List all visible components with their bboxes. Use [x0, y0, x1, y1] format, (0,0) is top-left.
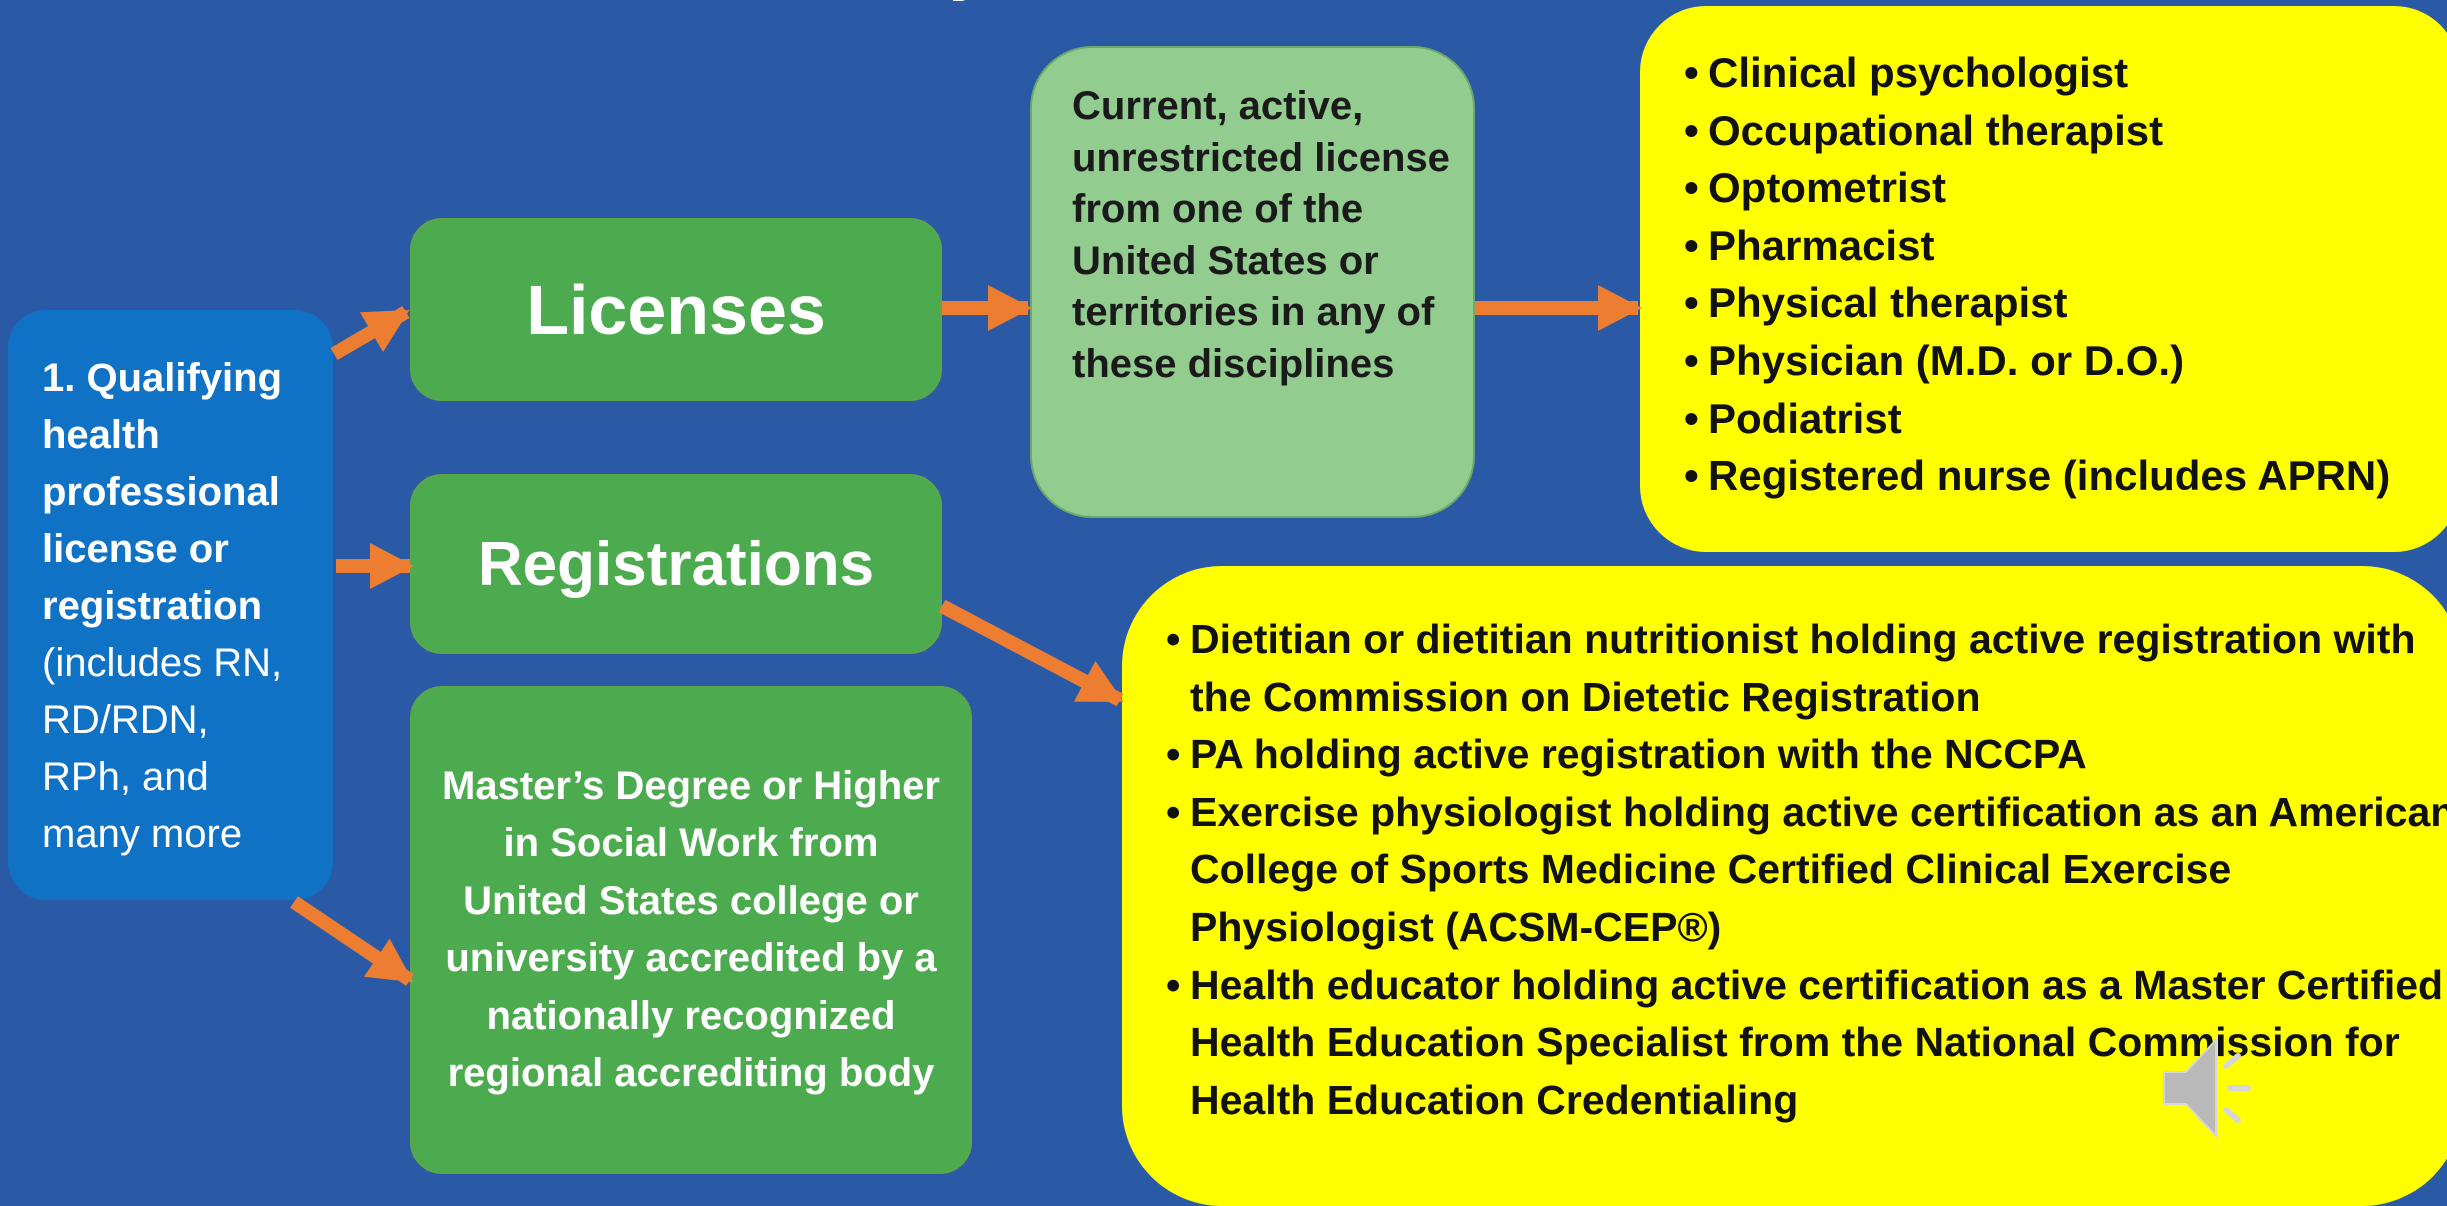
list-item: Optometrist [1684, 159, 2447, 217]
registrations-label: Registrations [477, 529, 875, 599]
licenses-box: Licenses [410, 218, 942, 401]
list-item: Physical therapist [1684, 274, 2447, 332]
masters-line-2: United States college or university accr… [445, 878, 937, 1096]
licensed-disciplines-list: Clinical psychologist Occupational thera… [1684, 44, 2447, 505]
qualifying-license-box: 1. Qualifying health professional licens… [8, 310, 333, 900]
list-item: Podiatrist [1684, 390, 2447, 448]
list-item: PA holding active registration with the … [1166, 726, 2447, 784]
list-item: Exercise physiologist holding active cer… [1166, 784, 2447, 957]
list-item: Health educator holding active certifica… [1166, 957, 2447, 1130]
arrow-registrations-to-credentials [938, 599, 1124, 707]
list-item: Occupational therapist [1684, 102, 2447, 160]
registrations-box: Registrations [410, 474, 942, 654]
license-criteria-text: Current, active, unrestricted license fr… [1072, 84, 1450, 386]
qualifying-bold-text: 1. Qualifying health professional licens… [42, 356, 283, 628]
speaker-icon[interactable] [2158, 1028, 2258, 1148]
registered-disciplines-box: Dietitian or dietitian nutritionist hold… [1122, 566, 2447, 1206]
registered-disciplines-list: Dietitian or dietitian nutritionist hold… [1166, 611, 2447, 1129]
masters-line-1: Master’s Degree or Higher in Social Work… [442, 763, 940, 866]
list-item: Registered nurse (includes APRN) [1684, 447, 2447, 505]
masters-social-work-box: Master’s Degree or Higher in Social Work… [410, 686, 972, 1174]
qualifying-normal-text: (includes RN, RD/RDN, RPh, and many more [42, 641, 283, 856]
arrow-qualifying-to-licenses [330, 305, 410, 361]
list-item: Dietitian or dietitian nutritionist hold… [1166, 611, 2447, 726]
licensed-disciplines-box: Clinical psychologist Occupational thera… [1640, 6, 2447, 552]
list-item: Pharmacist [1684, 217, 2447, 275]
license-criteria-box: Current, active, unrestricted license fr… [1030, 46, 1475, 518]
arrow-qualifying-to-masters [290, 896, 414, 986]
licenses-label: Licenses [526, 270, 826, 349]
slide-title: – Standard Pathway [38, 0, 1003, 10]
list-item: Clinical psychologist [1684, 44, 2447, 102]
list-item: Physician (M.D. or D.O.) [1684, 332, 2447, 390]
